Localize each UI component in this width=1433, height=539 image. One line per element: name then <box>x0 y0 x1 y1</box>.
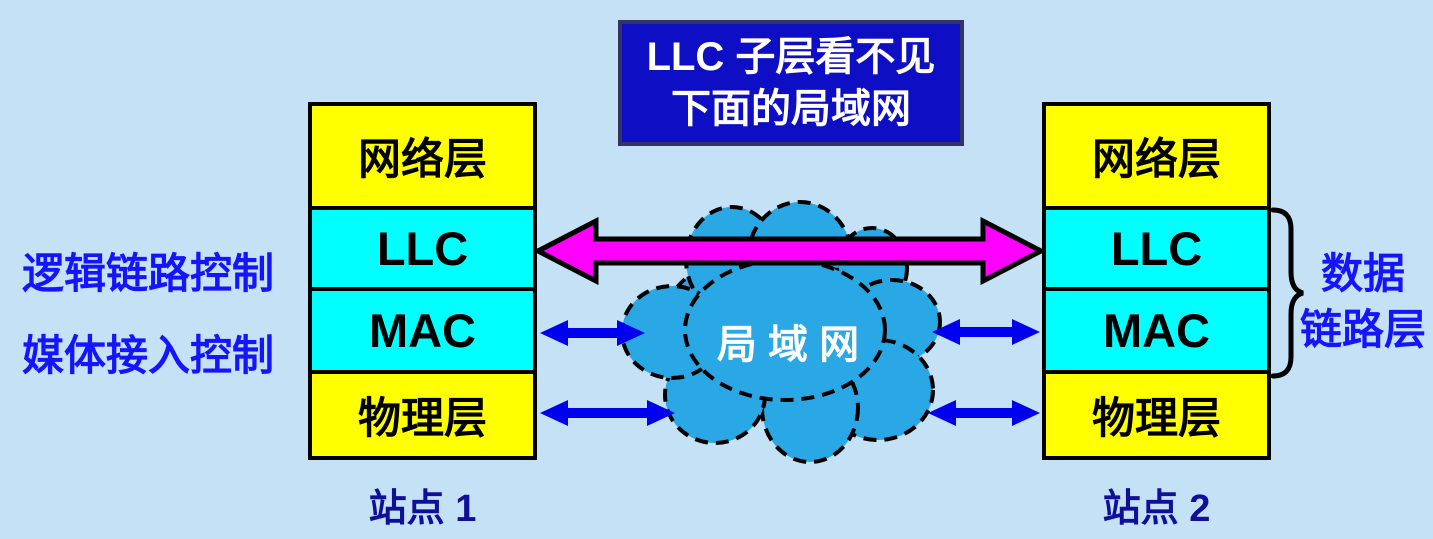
station1-physical-layer-box: 物理层 <box>312 374 533 456</box>
mac-lan-arrow-right-icon <box>932 319 1040 345</box>
lan-cloud-icon <box>620 200 942 464</box>
data-link-layer-label-line2: 链路层 <box>1299 306 1426 353</box>
station1-network-layer-box: 网络层 <box>312 106 533 206</box>
title-callout: LLC 子层看不见 下面的局域网 <box>618 20 964 146</box>
mac-lan-arrow-left-icon <box>540 320 645 346</box>
station2-mac-box: MAC <box>1046 291 1267 370</box>
station2-llc-box: LLC <box>1046 210 1267 287</box>
mac-sublayer-label: 媒体接入控制 <box>22 332 275 379</box>
data-link-layer-label-line1: 数据 <box>1320 250 1405 297</box>
station2-physical-layer-box: 物理层 <box>1046 374 1267 456</box>
llc-sublayer-label: 逻辑链路控制 <box>22 250 275 297</box>
phy-lan-arrow-left-icon <box>540 400 675 426</box>
data-link-brace-icon <box>1270 207 1304 379</box>
station1-mac-box: MAC <box>312 291 533 370</box>
lan-cloud-label: 局 域 网 <box>716 323 860 367</box>
title-line-1: LLC 子层看不见 <box>646 35 936 79</box>
station1-stack: 网络层 LLC MAC 物理层 <box>308 102 537 460</box>
llc-peer-arrow-icon <box>532 216 1047 286</box>
station2-stack: 网络层 LLC MAC 物理层 <box>1042 102 1271 460</box>
station2-caption: 站点 2 <box>1102 488 1211 530</box>
phy-lan-arrow-right-icon <box>928 400 1040 426</box>
station1-caption: 站点 1 <box>368 488 477 530</box>
data-link-layer-label: 数据 链路层 <box>1293 246 1433 358</box>
station2-network-layer-box: 网络层 <box>1046 106 1267 206</box>
station1-llc-box: LLC <box>312 210 533 287</box>
title-line-2: 下面的局域网 <box>671 87 911 131</box>
